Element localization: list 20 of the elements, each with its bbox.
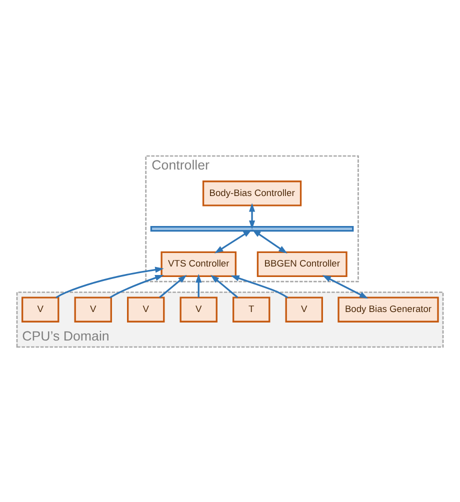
- node-box: V: [74, 296, 112, 322]
- node-box: V: [127, 296, 165, 322]
- arrow: [214, 229, 252, 253]
- arrow: [322, 274, 368, 298]
- arrow: [56, 266, 164, 298]
- node-box: V: [22, 296, 60, 322]
- arrow: [159, 274, 187, 298]
- node-box: BBGEN Controller: [256, 250, 348, 277]
- node-box: V: [285, 296, 323, 322]
- node-box: T: [232, 296, 270, 322]
- node-box: VTS Controller: [160, 250, 237, 277]
- arrow: [110, 274, 164, 298]
- node-bar: [150, 225, 354, 232]
- node-box: V: [180, 296, 218, 322]
- arrow: [210, 274, 238, 298]
- arrow: [196, 273, 202, 297]
- node-box: Body Bias Generator: [338, 296, 439, 322]
- arrow: [248, 202, 256, 229]
- arrow: [252, 229, 288, 253]
- node-box: Body-Bias Controller: [202, 180, 302, 206]
